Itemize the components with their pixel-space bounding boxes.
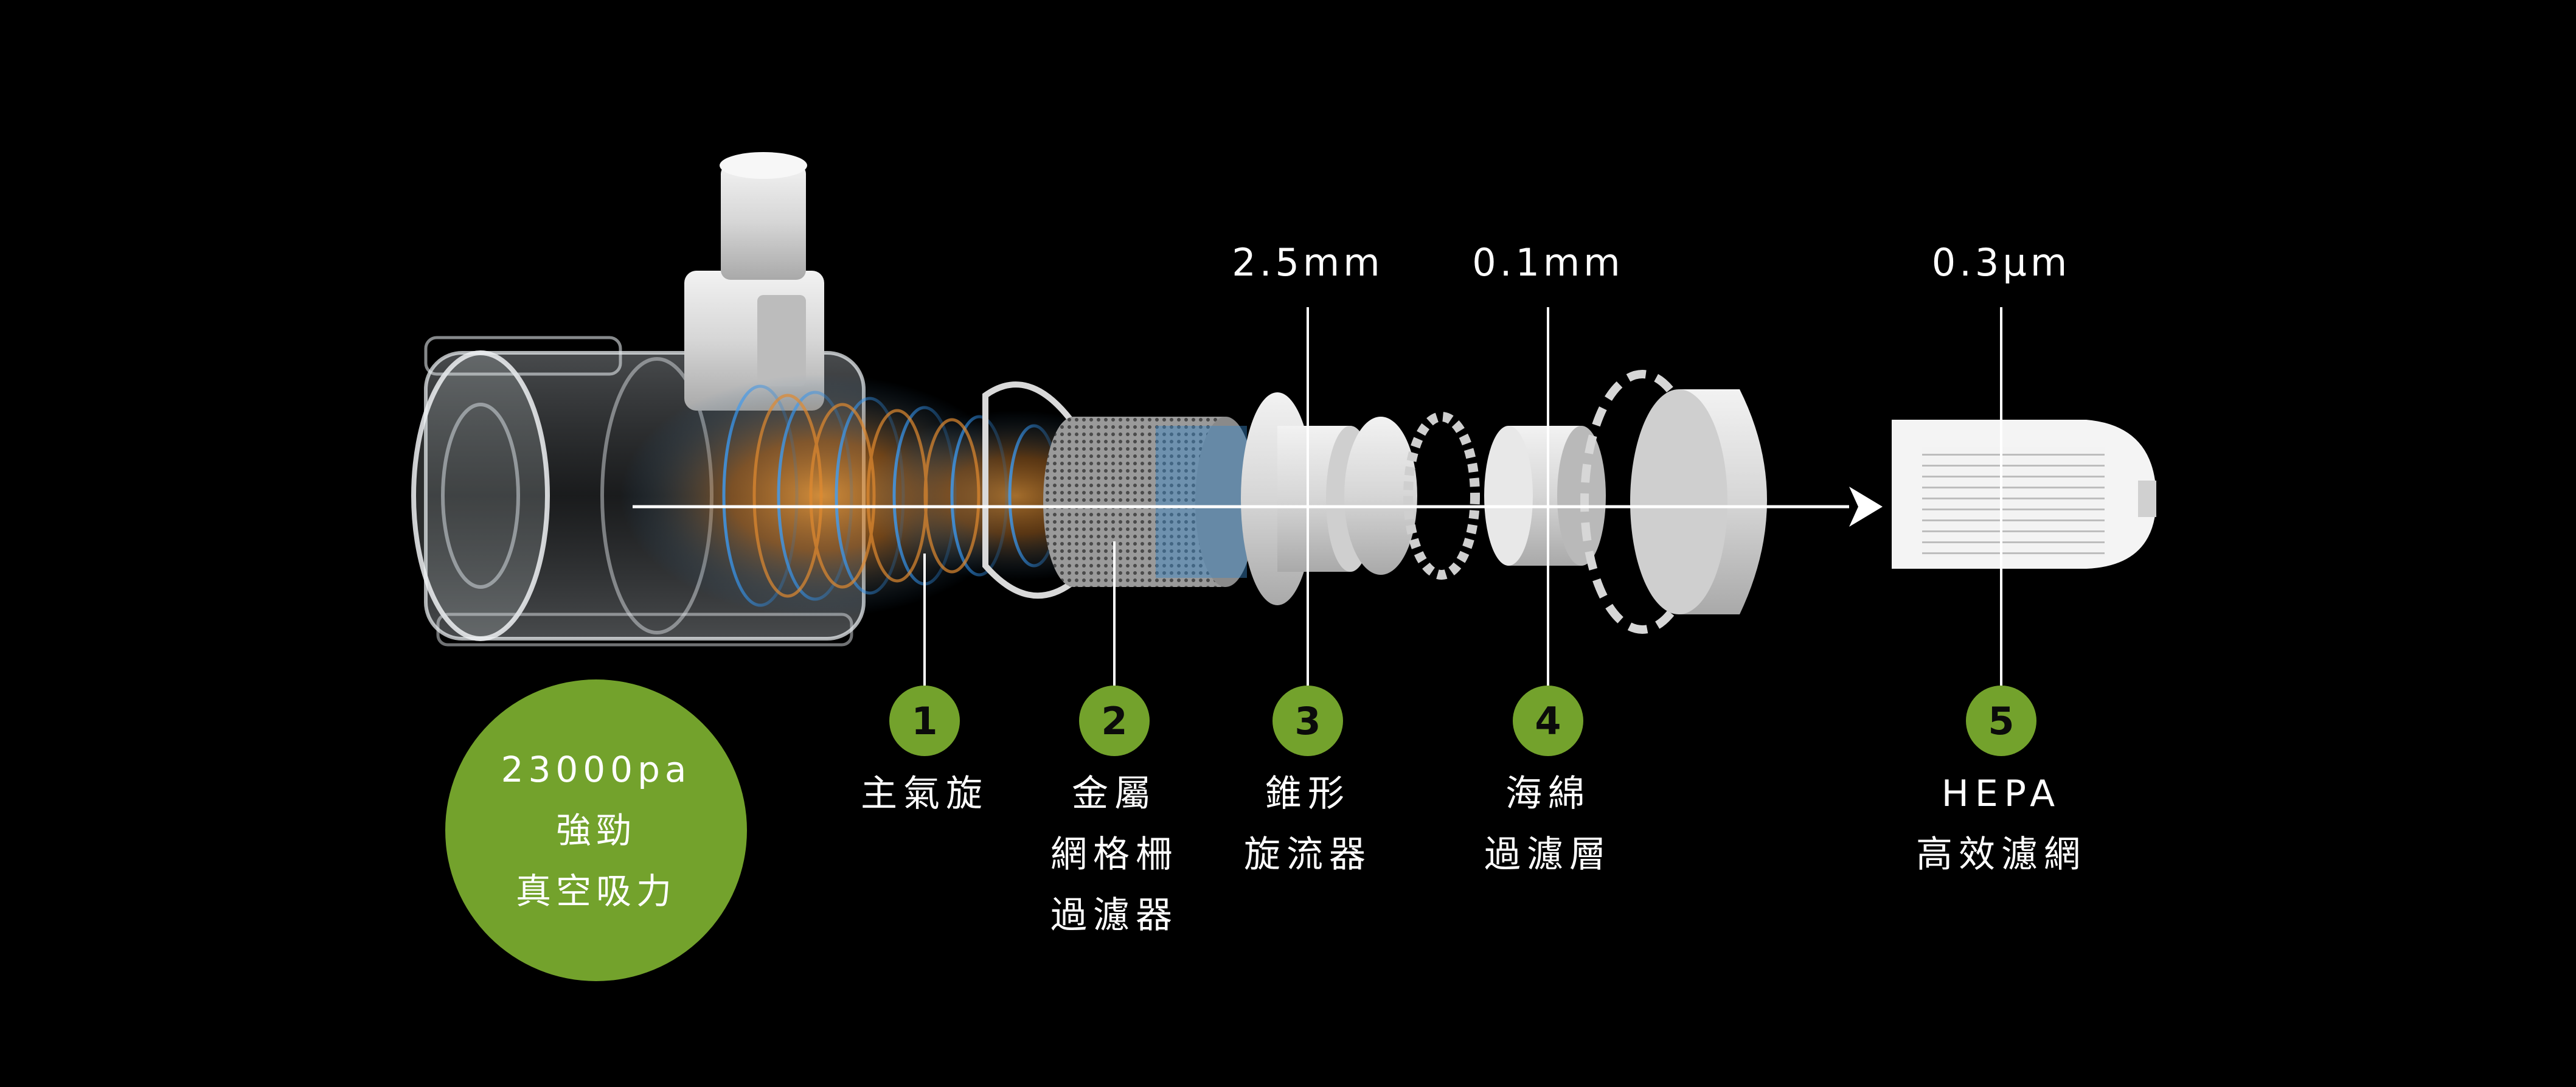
component-label-2-line-1: 金屬 [1072, 773, 1157, 815]
component-label-4-line-1: 海綿 [1505, 773, 1591, 815]
airflow-arrow-head [1849, 487, 1883, 527]
component-label-1: 主氣旋 [797, 763, 1052, 824]
suction-badge: 23000pa 強勁 真空吸力 [444, 678, 748, 982]
sponge-filter-part [1344, 370, 1767, 634]
component-label-3-line-1: 錐形 [1265, 773, 1350, 815]
component-label-4-line-2: 過濾層 [1484, 833, 1612, 876]
spec-label-4: 0.1mm [1472, 240, 1624, 285]
component-number-3: 3 [1272, 686, 1343, 756]
component-label-2-line-2: 網格柵 [1050, 833, 1178, 876]
spec-label-5: 0.3µm [1931, 240, 2071, 285]
component-number-4: 4 [1513, 686, 1583, 756]
suction-badge-circle [445, 679, 747, 981]
suction-value: 23000pa [501, 749, 692, 790]
component-label-5: HEPA 高效濾網 [1873, 763, 2129, 885]
hepa-filter-part [1892, 420, 2156, 569]
suction-label-line-1: 強勁 [555, 810, 636, 851]
motor-housing [684, 152, 824, 411]
component-label-5-line-2: 高效濾網 [1916, 833, 2086, 876]
component-label-1-line-1: 主氣旋 [861, 773, 988, 815]
component-number-1: 1 [889, 686, 960, 756]
component-label-3-line-2: 旋流器 [1244, 833, 1372, 876]
leader-lines [923, 307, 2002, 687]
component-label-5-line-1: HEPA [1941, 773, 2061, 815]
component-number-2: 2 [1079, 686, 1150, 756]
component-label-2: 金屬 網格柵 過濾器 [987, 763, 1242, 946]
metal-mesh-filter-part [1043, 417, 1256, 587]
component-label-3: 錐形 旋流器 [1180, 763, 1436, 885]
component-label-2-line-3: 過濾器 [1050, 894, 1178, 937]
component-number-5: 5 [1966, 686, 2036, 756]
suction-label-line-2: 真空吸力 [515, 870, 676, 912]
spec-label-3: 2.5mm [1232, 240, 1384, 285]
component-label-4: 海綿 過濾層 [1420, 763, 1676, 885]
